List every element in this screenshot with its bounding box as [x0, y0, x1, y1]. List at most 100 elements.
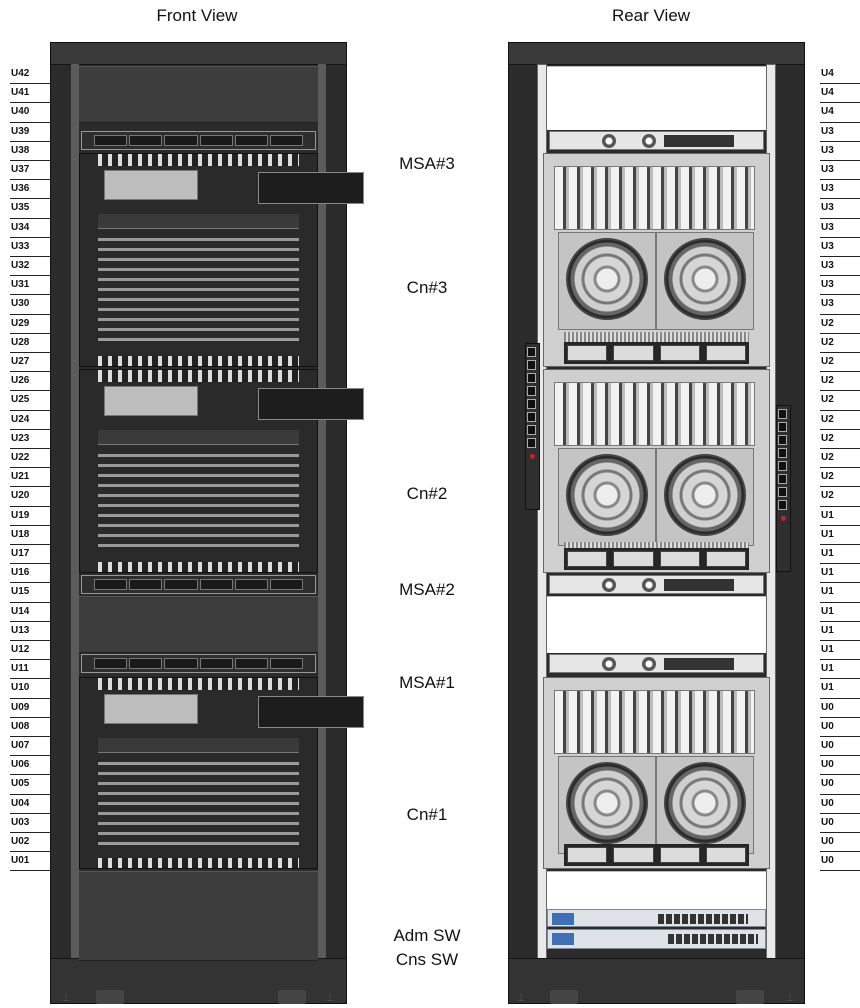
unit-label: U4 [820, 84, 860, 104]
switch-ports [658, 914, 748, 924]
unit-label: U4 [820, 65, 860, 85]
pci-card-cage [554, 166, 755, 230]
power-supply-icon [659, 551, 700, 567]
unit-label: U28 [10, 334, 50, 353]
label-adm-sw: Adm SW [393, 926, 461, 945]
unit-label: U2 [820, 430, 860, 449]
rack-top-cap [51, 43, 346, 65]
cn2-front [79, 369, 364, 573]
unit-label: U2 [820, 334, 860, 353]
fan-icon [566, 238, 648, 320]
unit-label: U3 [820, 180, 860, 200]
unit-label: U0 [820, 718, 860, 737]
drive-bay-icon [164, 579, 198, 590]
unit-label: U05 [10, 775, 50, 795]
cn-bezel [98, 214, 299, 229]
unit-label: U1 [820, 583, 860, 603]
unit-label: U3 [820, 238, 860, 257]
label-msa2: MSA#2 [399, 580, 455, 599]
unit-label: U34 [10, 219, 50, 238]
grille-slat [98, 524, 299, 527]
rack-caster [550, 990, 578, 1004]
cn-control-panel [104, 694, 198, 724]
unit-label: U13 [10, 622, 50, 641]
unit-label: U2 [820, 353, 860, 373]
drive-bay-icon [199, 658, 233, 669]
unit-label: U39 [10, 123, 50, 142]
switch-logo [552, 913, 574, 925]
unit-label: U26 [10, 372, 50, 392]
fan-icon [602, 578, 616, 592]
unit-label: U1 [820, 545, 860, 565]
pdu-led [530, 454, 535, 459]
drive-bay-icon [258, 388, 364, 420]
io-module [664, 579, 734, 591]
unit-label: U15 [10, 583, 50, 603]
unit-label: U30 [10, 295, 50, 315]
grille-slat [98, 298, 299, 301]
power-supply-icon [613, 847, 654, 863]
cn-top-rail [98, 370, 299, 382]
power-supply-icon [567, 551, 608, 567]
drive-bay-icon [164, 658, 198, 669]
unit-label: U25 [10, 391, 50, 411]
label-cn3: Cn#3 [406, 278, 448, 297]
drive-bay-icon [129, 135, 163, 146]
rack-leveler: ⊥ [325, 993, 335, 1004]
unit-label: U41 [10, 84, 50, 104]
fan-icon [664, 454, 746, 536]
unit-label: U3 [820, 142, 860, 161]
blank-panel [79, 596, 318, 653]
unit-label: U33 [10, 238, 50, 257]
power-supply-icon [705, 345, 746, 361]
unit-label: U3 [820, 161, 860, 181]
unit-label: U40 [10, 103, 50, 123]
grille-slat [98, 544, 299, 547]
fan-icon [642, 578, 656, 592]
grille-slat [98, 464, 299, 467]
rear-rack [508, 42, 805, 1004]
unit-label: U1 [820, 679, 860, 699]
rack-rail-right [318, 64, 326, 961]
unit-label: U19 [10, 507, 50, 526]
cn-top-rail [98, 678, 299, 690]
unit-label: U04 [10, 795, 50, 814]
cn3-rear [543, 153, 770, 367]
power-supply-icon [659, 345, 700, 361]
cn-bezel [98, 738, 299, 753]
unit-label: U0 [820, 756, 860, 776]
unit-label: U32 [10, 257, 50, 277]
switch-logo [552, 933, 574, 945]
drive-bay-icon [234, 658, 268, 669]
unit-label: U3 [820, 295, 860, 315]
cn-bottom-rail [98, 562, 299, 572]
unit-label: U07 [10, 737, 50, 757]
unit-label: U27 [10, 353, 50, 373]
drive-bay-icon [94, 579, 128, 590]
empty-unit [547, 66, 766, 130]
rack-rail-left [71, 64, 79, 961]
io-module [664, 658, 734, 670]
unit-label: U02 [10, 833, 50, 853]
unit-label: U0 [820, 699, 860, 718]
cn1-rear [543, 677, 770, 869]
io-module [664, 135, 734, 147]
grille-slat [98, 514, 299, 517]
cn-bottom-rail [98, 356, 299, 366]
grille-slat [98, 802, 299, 805]
unit-label: U1 [820, 622, 860, 641]
cn-bottom-rail [98, 858, 299, 868]
unit-label: U2 [820, 315, 860, 334]
unit-label: U01 [10, 852, 50, 872]
cn-control-panel [104, 386, 198, 416]
unit-label: U20 [10, 487, 50, 507]
unit-label: U18 [10, 526, 50, 545]
unit-label: U2 [820, 372, 860, 392]
blank-panel [79, 66, 318, 123]
fan-icon [566, 762, 648, 844]
unit-label: U2 [820, 487, 860, 507]
pci-card-cage [554, 690, 755, 754]
msa3-rear [549, 131, 764, 150]
grille-slat [98, 278, 299, 281]
